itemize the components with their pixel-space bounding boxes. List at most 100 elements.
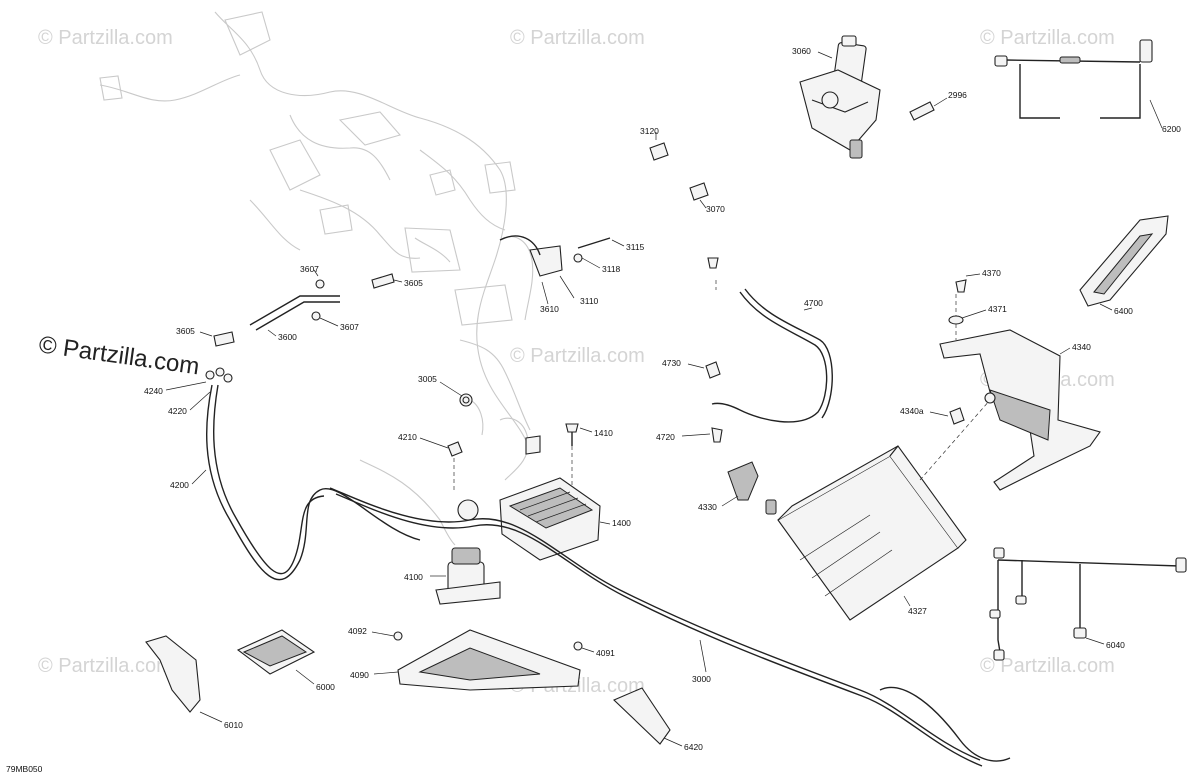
leader [189, 391, 211, 411]
cover-4330 [727, 461, 759, 501]
callout-6040: 6040 [1106, 640, 1125, 650]
leader [371, 631, 395, 637]
actuator-3060 [799, 35, 935, 159]
callout-3110: 3110 [580, 296, 599, 306]
bracket-6010 [145, 635, 201, 713]
leader [803, 307, 813, 311]
callout-6200: 6200 [1162, 124, 1181, 134]
leader [439, 381, 463, 397]
callout-3115: 3115 [626, 242, 645, 252]
callout-2996: 2996 [948, 90, 967, 100]
watermark: © Partzilla.com [980, 27, 1115, 49]
bracket-6420 [613, 687, 671, 745]
leader [393, 279, 403, 283]
leader [721, 495, 739, 507]
leader [681, 433, 711, 437]
callout-6000: 6000 [316, 682, 335, 692]
callout-3005: 3005 [418, 374, 437, 384]
bracket-6400 [1079, 215, 1169, 307]
callout-4330: 4330 [698, 502, 717, 512]
leader [199, 711, 223, 723]
leader [267, 329, 277, 337]
leader [199, 331, 213, 337]
bracket-4090 [393, 629, 583, 691]
leader [1059, 347, 1071, 355]
watermarks: © Partzilla.com © Partzilla.com © Partzi… [37, 27, 1115, 697]
fasteners-top [499, 142, 709, 277]
leader [599, 521, 611, 525]
watermark: © Partzilla.com [38, 655, 173, 677]
leader [929, 411, 949, 417]
leader [1085, 637, 1105, 645]
callout-4340a: 4340a [900, 406, 924, 416]
drawing-code: 79MB050 [6, 764, 43, 774]
callout-4700: 4700 [804, 298, 823, 308]
callout-4340: 4340 [1072, 342, 1091, 352]
watermark: © Partzilla.com [38, 27, 173, 49]
callout-3610: 3610 [540, 304, 559, 314]
callout-3607-bottom: 3607 [340, 322, 359, 332]
leader [817, 51, 833, 59]
callout-3060: 3060 [792, 46, 811, 56]
leader [541, 281, 549, 305]
callout-4730: 4730 [662, 358, 681, 368]
leader [903, 595, 911, 607]
callout-4092: 4092 [348, 626, 367, 636]
callout-3118: 3118 [602, 264, 621, 274]
leader [559, 275, 575, 299]
leader [687, 363, 705, 369]
ghost-frame [99, 11, 534, 546]
leader [699, 199, 707, 209]
leader [965, 273, 981, 277]
leader [191, 469, 207, 485]
callout-4091: 4091 [596, 648, 615, 658]
callout-4240: 4240 [144, 386, 163, 396]
leader [373, 671, 399, 675]
callout-4720: 4720 [656, 432, 675, 442]
callout-4210: 4210 [398, 432, 417, 442]
solenoid-4100 [435, 547, 501, 605]
callout-1400: 1400 [612, 518, 631, 528]
cable-4700 [705, 257, 833, 443]
callout-3120: 3120 [640, 126, 659, 136]
grommet-3005 [459, 393, 473, 407]
cable-3000 [329, 487, 1011, 767]
leader [961, 309, 987, 319]
leader [419, 437, 449, 449]
harness-6040 [989, 547, 1187, 661]
leader [699, 639, 707, 673]
callout-3000: 3000 [692, 674, 711, 684]
callout-3070: 3070 [706, 204, 725, 214]
leader [319, 317, 339, 327]
leader [313, 269, 319, 277]
callout-6010: 6010 [224, 720, 243, 730]
bracket-4340 [939, 279, 1101, 491]
callout-6400: 6400 [1114, 306, 1133, 316]
callout-4100: 4100 [404, 572, 423, 582]
watermark: © Partzilla.com [510, 345, 645, 367]
leader [579, 427, 593, 433]
callout-labels: 3060 2996 6200 3120 3070 3115 3118 3110 … [144, 46, 1181, 752]
callout-1410: 1410 [594, 428, 613, 438]
leader [1149, 99, 1163, 129]
leader [295, 669, 315, 685]
callout-4371: 4371 [988, 304, 1007, 314]
leader [165, 381, 207, 391]
callout-4090: 4090 [350, 670, 369, 680]
callout-6420: 6420 [684, 742, 703, 752]
callout-4220: 4220 [168, 406, 187, 416]
leader [611, 239, 625, 247]
module-6000 [236, 629, 316, 675]
leader [581, 647, 595, 653]
harness-6200 [994, 39, 1153, 119]
callout-3607-top: 3607 [300, 264, 319, 274]
callout-4327: 4327 [908, 606, 927, 616]
callout-4370: 4370 [982, 268, 1001, 278]
callout-3605-left: 3605 [176, 326, 195, 336]
fasteners-mid [447, 423, 579, 457]
callout-3605-right: 3605 [404, 278, 423, 288]
leader [933, 97, 948, 107]
cable-4200 [205, 367, 421, 581]
callout-4200: 4200 [170, 480, 189, 490]
